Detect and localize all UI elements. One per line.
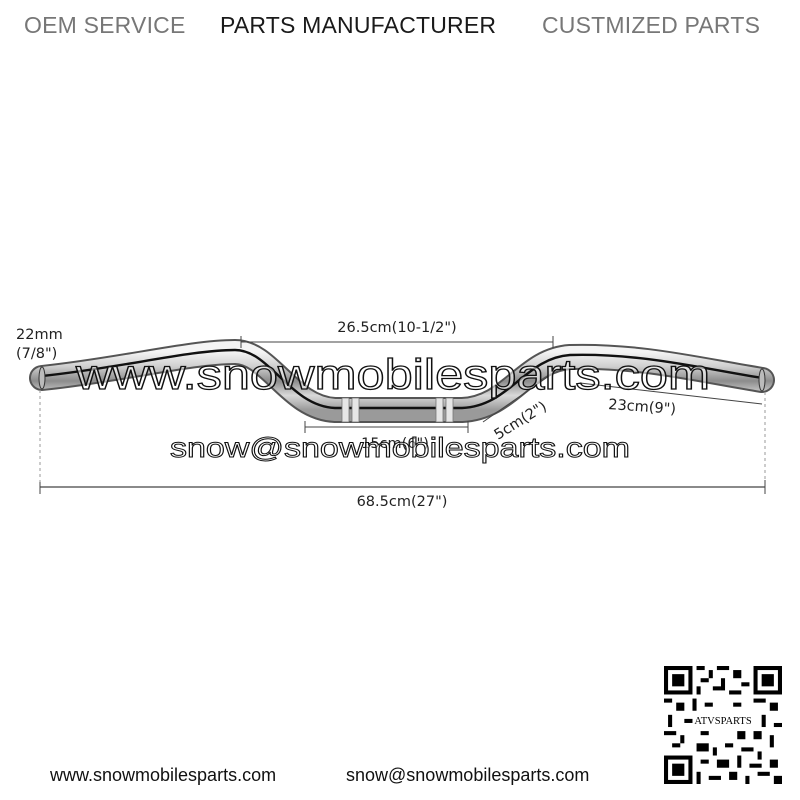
qr-badge-label: ATVSPARTS [693, 715, 753, 729]
diameter-mm-label: 22mm [16, 327, 63, 343]
diameter-in-label: (7/8") [16, 346, 57, 362]
header-customized-parts: CUSTMIZED PARTS [542, 12, 761, 38]
watermark-site: www.snowmobilesparts.com [75, 351, 710, 399]
watermark-email: snow@snowmobilesparts.com [170, 432, 630, 463]
header-bar: OEM SERVICE PARTS MANUFACTURER CUSTMIZED… [0, 12, 800, 46]
rise-span-label: 26.5cm(10-1/2") [337, 320, 456, 336]
rise-height-line [482, 375, 550, 423]
footer-website-link[interactable]: www.snowmobilesparts.com [50, 765, 277, 785]
grip-length-line [579, 382, 763, 405]
center-width-label: 15cm(6") [361, 436, 429, 452]
overall-width-label: 68.5cm(27") [357, 494, 448, 510]
header-oem-service: OEM SERVICE [24, 12, 186, 38]
footer-email-link[interactable]: snow@snowmobilesparts.com [346, 765, 590, 785]
header-parts-manufacturer: PARTS MANUFACTURER [220, 12, 497, 38]
grip-length-label: 23cm(9") [608, 397, 677, 418]
motorcycle-handlebar-icon [29, 338, 775, 423]
